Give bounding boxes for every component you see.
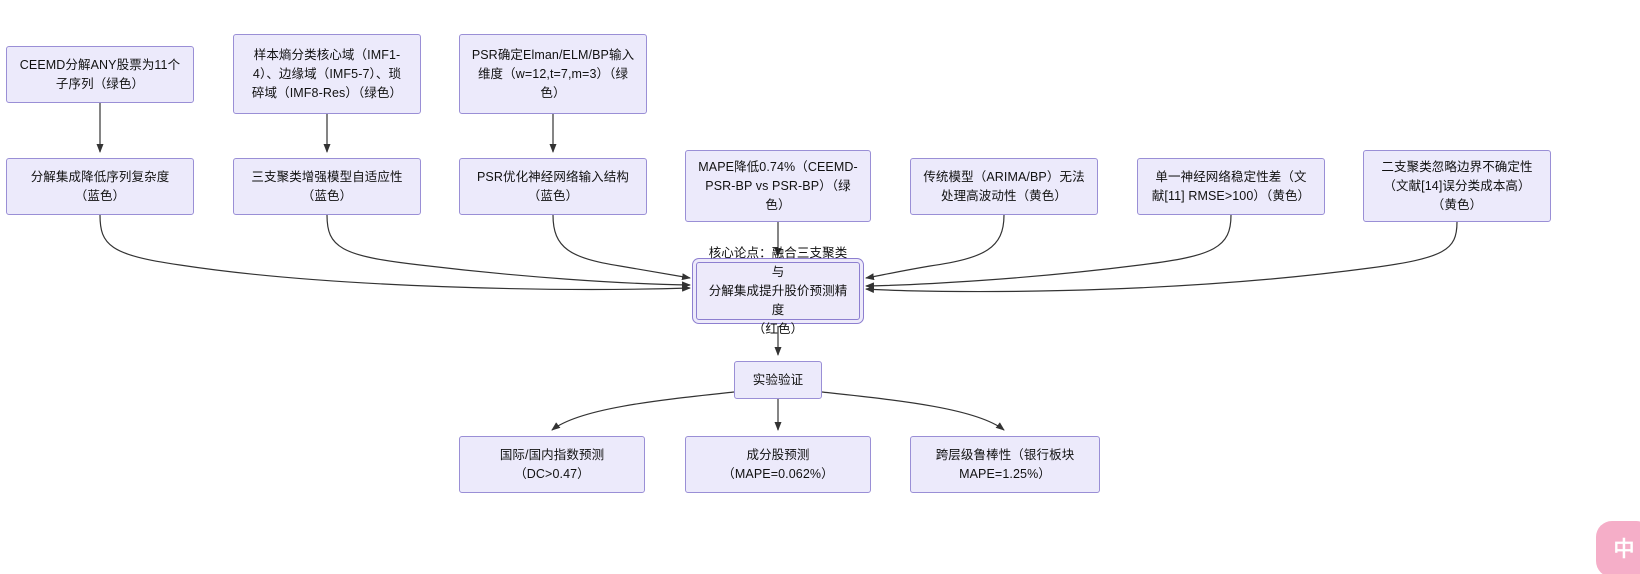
edge-n6-core [552, 214, 691, 281]
decomposition-reduces-complexity[interactable]: 分解集成降低序列复杂度 （蓝色） [6, 158, 194, 215]
mape-reduction-result-label: MAPE降低0.74%（CEEMD- PSR-BP vs PSR-BP）（绿 色… [698, 159, 858, 212]
three-way-clustering-adaptivity-label: 三支聚类增强模型自适应性 （蓝色） [251, 169, 403, 203]
edge-exp-r3 [821, 391, 1005, 431]
sample-entropy-classification-label: 样本熵分类核心域（IMF1- 4）、边缘域（IMF5-7）、琐 碎域（IMF8-… [251, 47, 403, 100]
sample-entropy-classification[interactable]: 样本熵分类核心域（IMF1- 4）、边缘域（IMF5-7）、琐 碎域（IMF8-… [233, 34, 421, 114]
three-way-clustering-adaptivity[interactable]: 三支聚类增强模型自适应性 （蓝色） [233, 158, 421, 215]
two-way-clustering-limitation[interactable]: 二支聚类忽略边界不确定性 （文献[14]误分类成本高） （黄色） [1363, 150, 1551, 222]
single-nn-instability-label: 单一神经网络稳定性差（文 献[11] RMSE>100）（黄色） [1151, 169, 1311, 203]
edge-n10-core [865, 221, 1458, 293]
cross-level-robustness-result-label: 跨层级鲁棒性（银行板块 MAPE=1.25%） [935, 447, 1075, 481]
edge-n9-core [865, 214, 1232, 290]
experimental-validation[interactable]: 实验验证 [734, 361, 822, 399]
edge-n5-core [326, 214, 691, 289]
mape-reduction-result[interactable]: MAPE降低0.74%（CEEMD- PSR-BP vs PSR-BP）（绿 色… [685, 150, 871, 222]
experimental-validation-label: 实验验证 [752, 372, 804, 387]
psr-input-dimension[interactable]: PSR确定Elman/ELM/BP输入 维度（w=12,t=7,m=3）（绿 色… [459, 34, 647, 114]
index-forecast-result-label: 国际/国内指数预测 （DC>0.47） [499, 447, 605, 481]
cross-level-robustness-result[interactable]: 跨层级鲁棒性（银行板块 MAPE=1.25%） [910, 436, 1100, 493]
traditional-model-limitation[interactable]: 传统模型（ARIMA/BP）无法 处理高波动性（黄色） [910, 158, 1098, 215]
constituent-stock-forecast-result-label: 成分股预测 （MAPE=0.062%） [722, 447, 834, 481]
traditional-model-limitation-label: 传统模型（ARIMA/BP）无法 处理高波动性（黄色） [923, 169, 1085, 203]
ceemd-decomposition-label: CEEMD分解ANY股票为11个 子序列（绿色） [19, 57, 181, 91]
psr-optimizes-nn-input-label: PSR优化神经网络输入结构 （蓝色） [476, 169, 629, 203]
core-thesis[interactable]: 核心论点：融合三支聚类与 分解集成提升股价预测精度 （红色） [696, 246, 860, 336]
edge-n8-core [865, 214, 1005, 281]
edge-exp-r1 [551, 391, 735, 431]
ceemd-decomposition[interactable]: CEEMD分解ANY股票为11个 子序列（绿色） [6, 46, 194, 103]
single-nn-instability[interactable]: 单一神经网络稳定性差（文 献[11] RMSE>100）（黄色） [1137, 158, 1325, 215]
index-forecast-result[interactable]: 国际/国内指数预测 （DC>0.47） [459, 436, 645, 493]
psr-optimizes-nn-input[interactable]: PSR优化神经网络输入结构 （蓝色） [459, 158, 647, 215]
two-way-clustering-limitation-label: 二支聚类忽略边界不确定性 （文献[14]误分类成本高） （黄色） [1381, 159, 1533, 212]
watermark-text: 中 [1613, 537, 1635, 561]
decomposition-reduces-complexity-label: 分解集成降低序列复杂度 （蓝色） [30, 169, 170, 203]
core-thesis-label: 核心论点：融合三支聚类与 分解集成提升股价预测精度 （红色） [708, 245, 848, 336]
watermark-badge: 中 [1596, 521, 1640, 574]
psr-input-dimension-label: PSR确定Elman/ELM/BP输入 维度（w=12,t=7,m=3）（绿 色… [471, 47, 635, 100]
edge-n4-core [99, 214, 691, 292]
constituent-stock-forecast-result[interactable]: 成分股预测 （MAPE=0.062%） [685, 436, 871, 493]
